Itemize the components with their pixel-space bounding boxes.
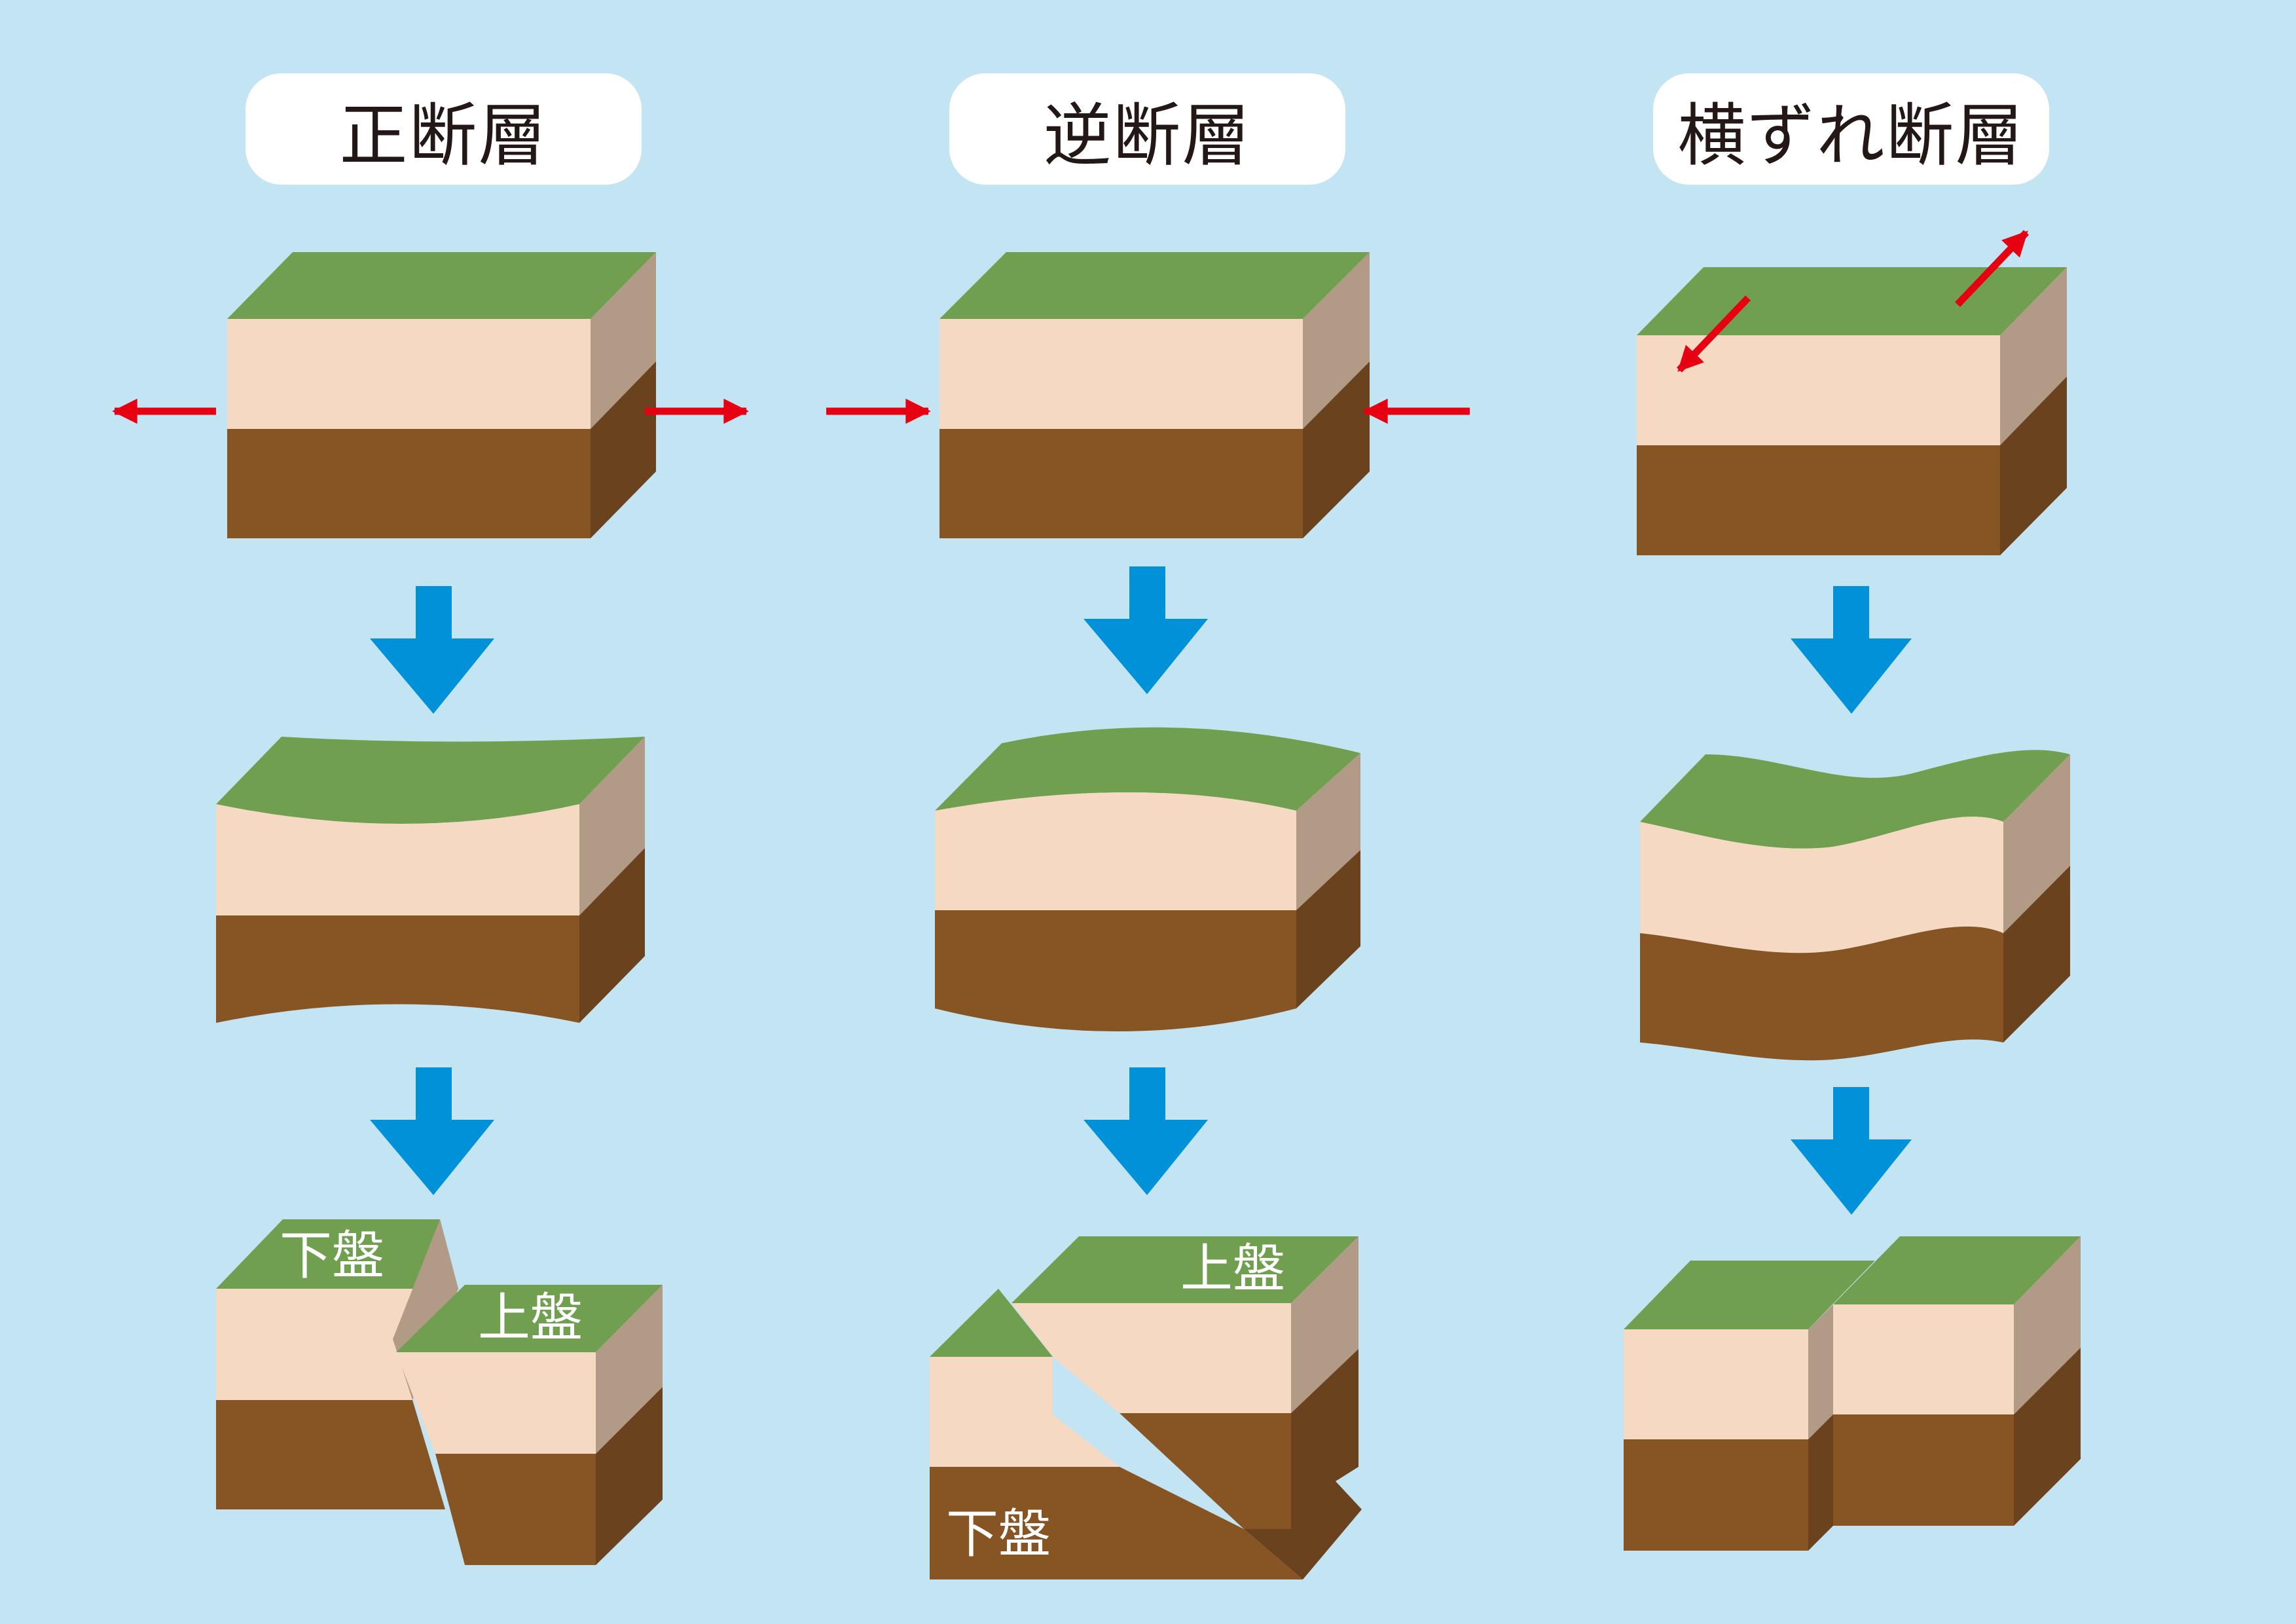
title-normal-fault: 正断層 [246, 73, 642, 185]
normal-fault-stretched-block [216, 737, 645, 1023]
flow-arrow-down-icon [370, 586, 494, 714]
strike-slip-result-block [1624, 1236, 2081, 1551]
hanging-wall-label-reverse: 上盤 [1180, 1238, 1285, 1299]
flow-arrow-down-icon [1791, 1087, 1912, 1215]
flow-arrow-down-icon [1084, 1067, 1208, 1195]
title-strike-slip-fault-text: 横ずれ断層 [1677, 95, 2025, 175]
hanging-wall-label-normal: 上盤 [478, 1287, 583, 1348]
force-arrow-icon [1677, 295, 1751, 373]
strike-slip-bent-block [1640, 750, 2070, 1061]
flow-arrow-down-icon [1084, 566, 1208, 694]
reverse-fault-result-block: 上盤 下盤 [930, 1236, 1362, 1579]
footwall-label-normal: 下盤 [280, 1225, 384, 1286]
title-strike-slip-fault: 横ずれ断層 [1653, 73, 2049, 185]
normal-fault-initial-block [227, 252, 656, 538]
strike-slip-initial-block [1637, 267, 2067, 555]
flow-arrow-down-icon [370, 1067, 494, 1195]
title-normal-fault-text: 正断層 [339, 95, 548, 175]
title-reverse-fault: 逆断層 [949, 73, 1345, 185]
title-reverse-fault-text: 逆断層 [1043, 95, 1252, 175]
normal-fault-result-block: 下盤 上盤 [216, 1219, 663, 1565]
footwall-label-reverse: 下盤 [946, 1504, 1051, 1564]
flow-arrow-down-icon [1791, 586, 1912, 714]
reverse-fault-compressed-block [935, 727, 1360, 1031]
force-arrow-icon [1955, 230, 2029, 307]
reverse-fault-initial-block [939, 252, 1370, 538]
